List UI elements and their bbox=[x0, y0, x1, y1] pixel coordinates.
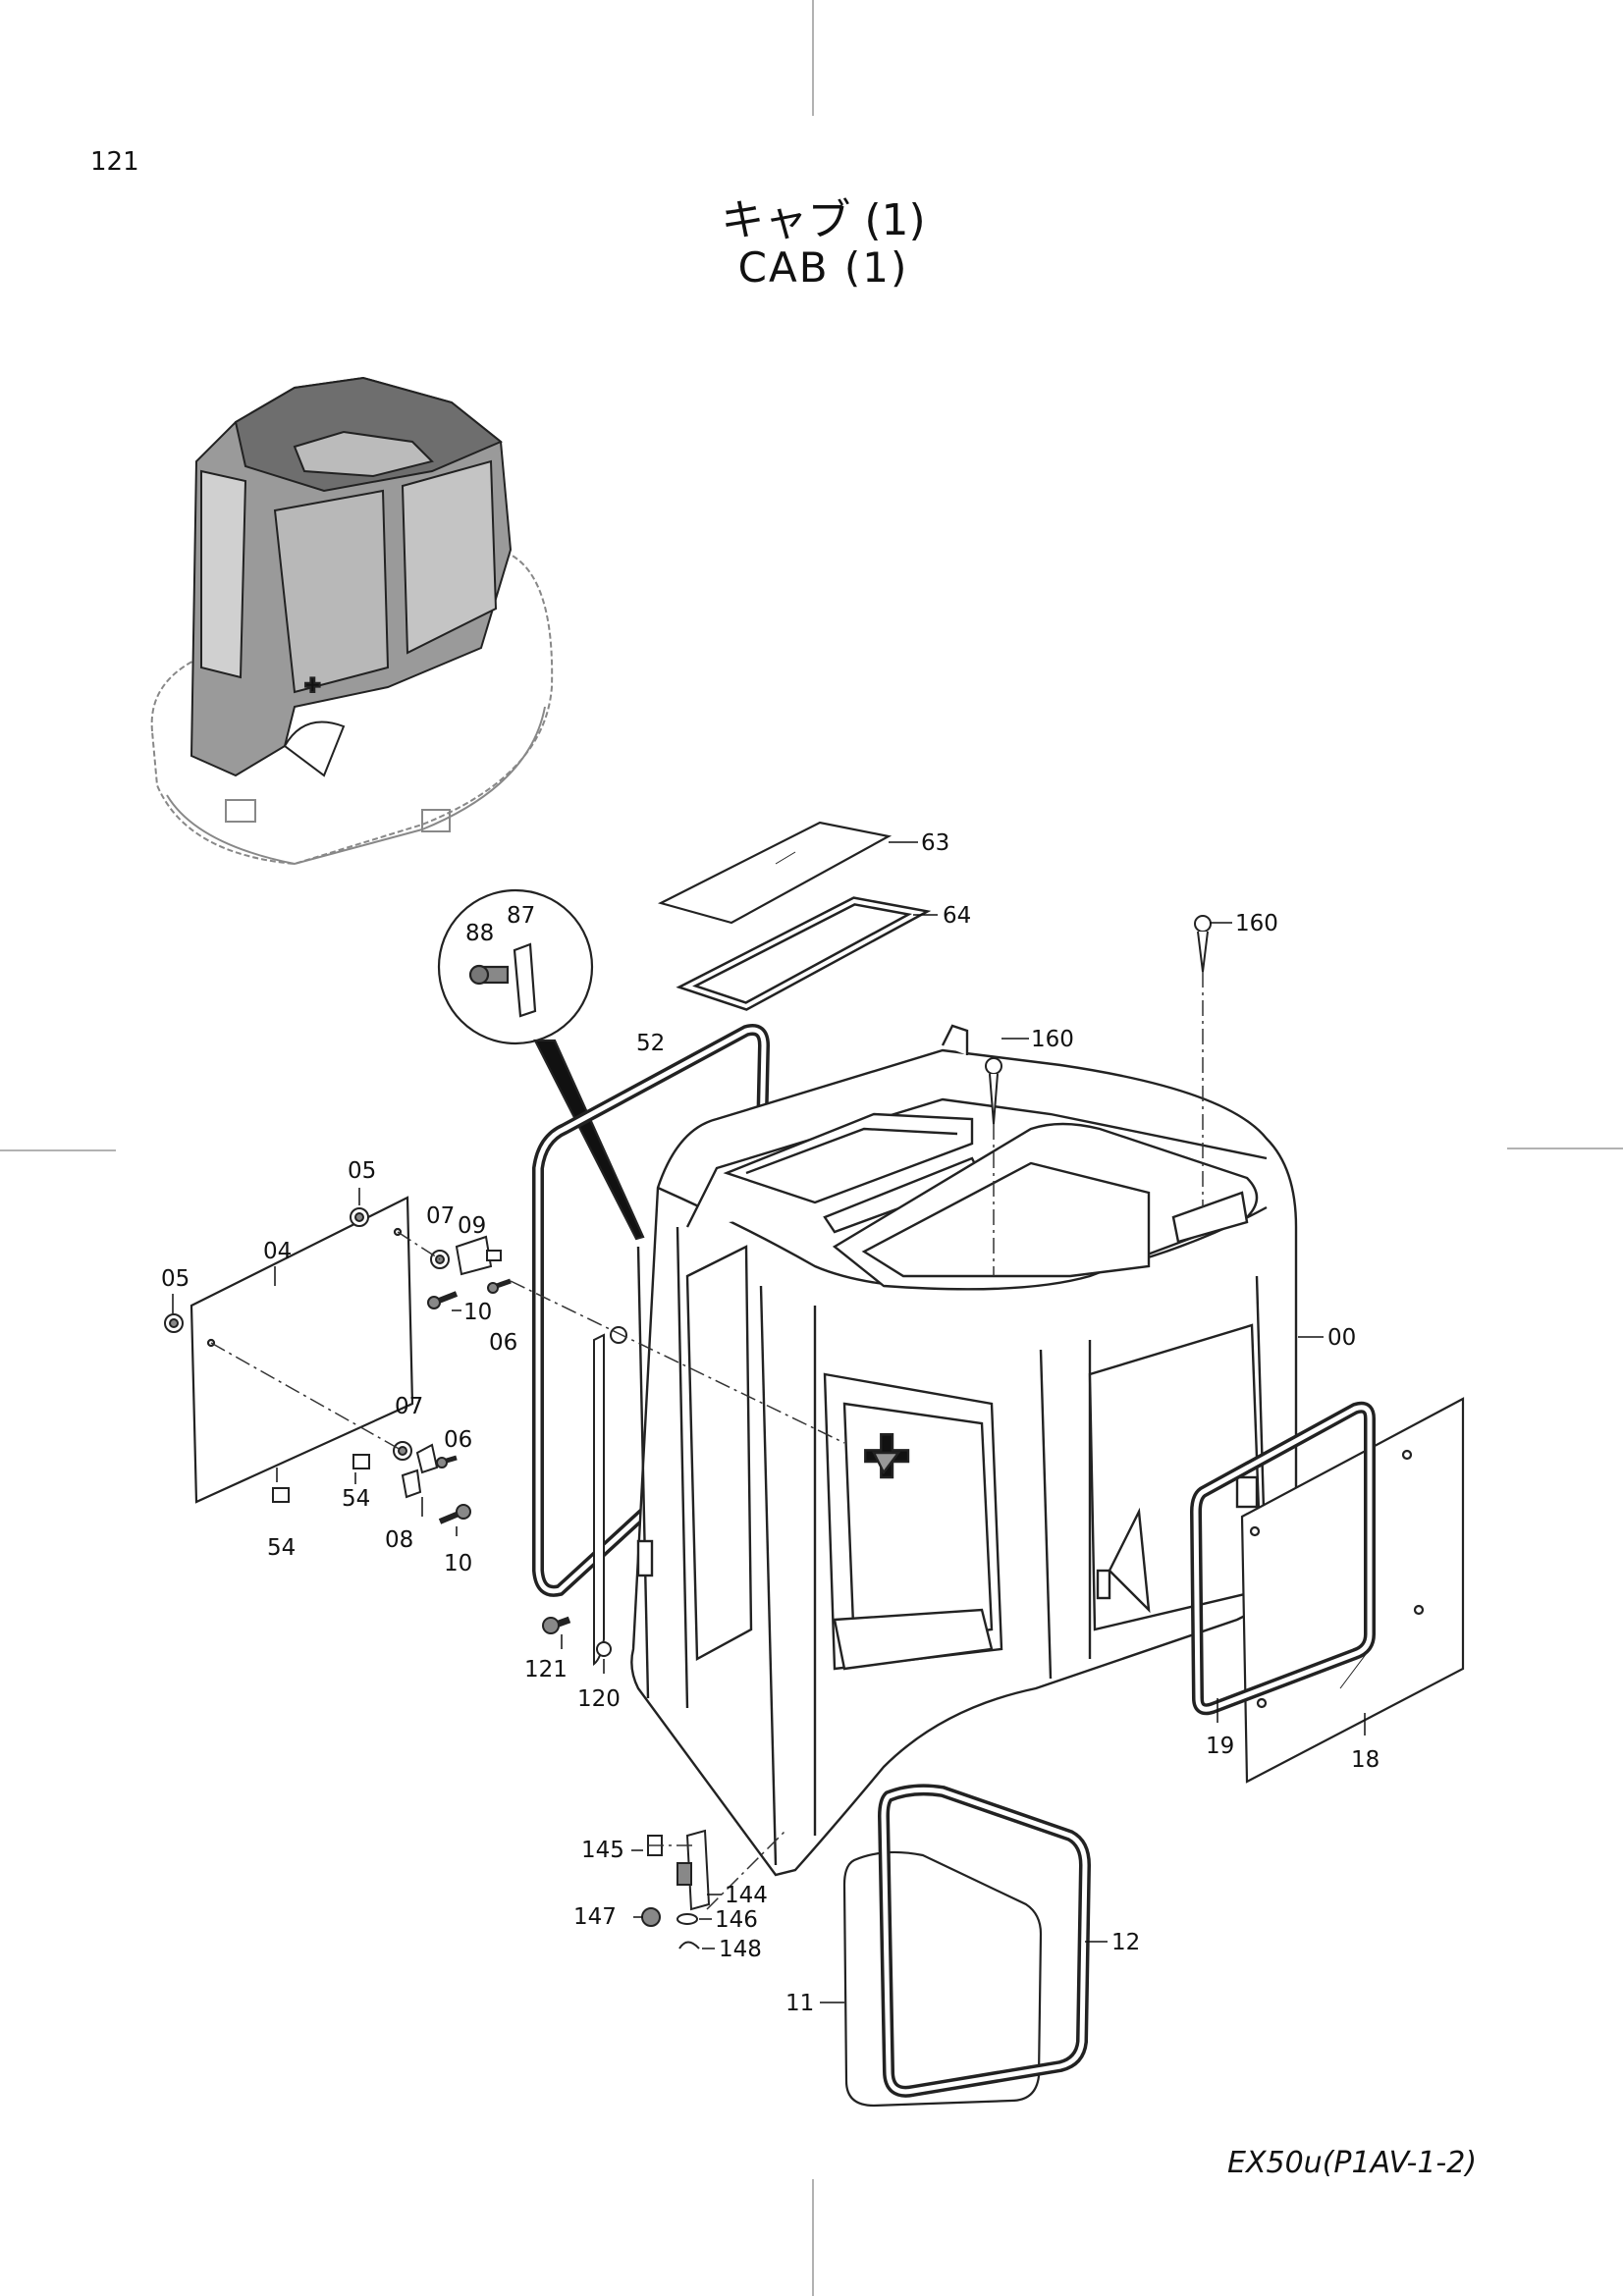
callout-54-right: 54 bbox=[342, 1486, 370, 1512]
callout-06-top: 06 bbox=[489, 1330, 517, 1356]
callout-11: 11 bbox=[785, 1991, 814, 2016]
title-japanese: キャブ (1) bbox=[0, 185, 1623, 247]
callout-19: 19 bbox=[1206, 1734, 1234, 1759]
callout-146: 146 bbox=[715, 1907, 758, 1933]
part-roof-glass bbox=[657, 821, 893, 925]
part-side-panel bbox=[189, 1196, 414, 1504]
svg-text:✚: ✚ bbox=[304, 673, 321, 697]
callout-07-top: 07 bbox=[426, 1203, 455, 1229]
callout-160-center: 160 bbox=[1031, 1027, 1074, 1052]
callout-04: 04 bbox=[263, 1239, 292, 1264]
callout-54-left: 54 bbox=[267, 1535, 296, 1561]
callout-120: 120 bbox=[577, 1686, 621, 1712]
leader-lines bbox=[172, 841, 1366, 2003]
model-code: EX50u(P1AV-1-2) bbox=[1227, 2146, 1478, 2180]
title-japanese-text: キャブ (1) bbox=[721, 195, 926, 245]
callout-88: 88 bbox=[465, 921, 494, 946]
callout-52: 52 bbox=[636, 1031, 665, 1056]
callout-147: 147 bbox=[573, 1904, 617, 1930]
callout-64: 64 bbox=[943, 903, 971, 929]
callout-05-top: 05 bbox=[348, 1158, 376, 1184]
title-english: CAB (1) bbox=[0, 243, 1623, 292]
callout-labels: 63 64 160 160 88 87 52 00 05 04 05 07 09… bbox=[161, 830, 1380, 2016]
callout-63: 63 bbox=[921, 830, 949, 856]
part-roof-seal bbox=[676, 896, 932, 1011]
page-number: 121 bbox=[90, 147, 139, 177]
callout-00: 00 bbox=[1327, 1325, 1356, 1351]
callout-121: 121 bbox=[524, 1657, 568, 1682]
detail-bubble bbox=[437, 888, 645, 1241]
callout-08: 08 bbox=[385, 1527, 413, 1553]
callout-12: 12 bbox=[1111, 1930, 1140, 1955]
part-door-glass bbox=[842, 1850, 1043, 2108]
callout-160-right: 160 bbox=[1235, 911, 1278, 936]
callout-05-left: 05 bbox=[161, 1266, 189, 1292]
callout-148: 148 bbox=[719, 1937, 762, 1962]
callout-18: 18 bbox=[1351, 1747, 1380, 1773]
callout-10-bottom: 10 bbox=[444, 1551, 472, 1576]
callout-87: 87 bbox=[507, 903, 535, 929]
title-english-text: CAB (1) bbox=[737, 243, 909, 292]
callout-10-top: 10 bbox=[463, 1300, 492, 1325]
callout-09: 09 bbox=[458, 1213, 486, 1239]
excavator-thumbnail: ✚ bbox=[150, 376, 554, 866]
callout-145: 145 bbox=[581, 1838, 624, 1863]
callout-07-bottom: 07 bbox=[395, 1394, 423, 1419]
callout-144: 144 bbox=[725, 1883, 768, 1908]
part-side-glass-seal bbox=[1189, 1401, 1376, 1716]
center-lines bbox=[210, 972, 1204, 1910]
part-cab-body: ✚ bbox=[630, 1024, 1298, 1877]
callout-06-bottom: 06 bbox=[444, 1427, 472, 1453]
part-door-glass-seal bbox=[877, 1784, 1092, 2098]
